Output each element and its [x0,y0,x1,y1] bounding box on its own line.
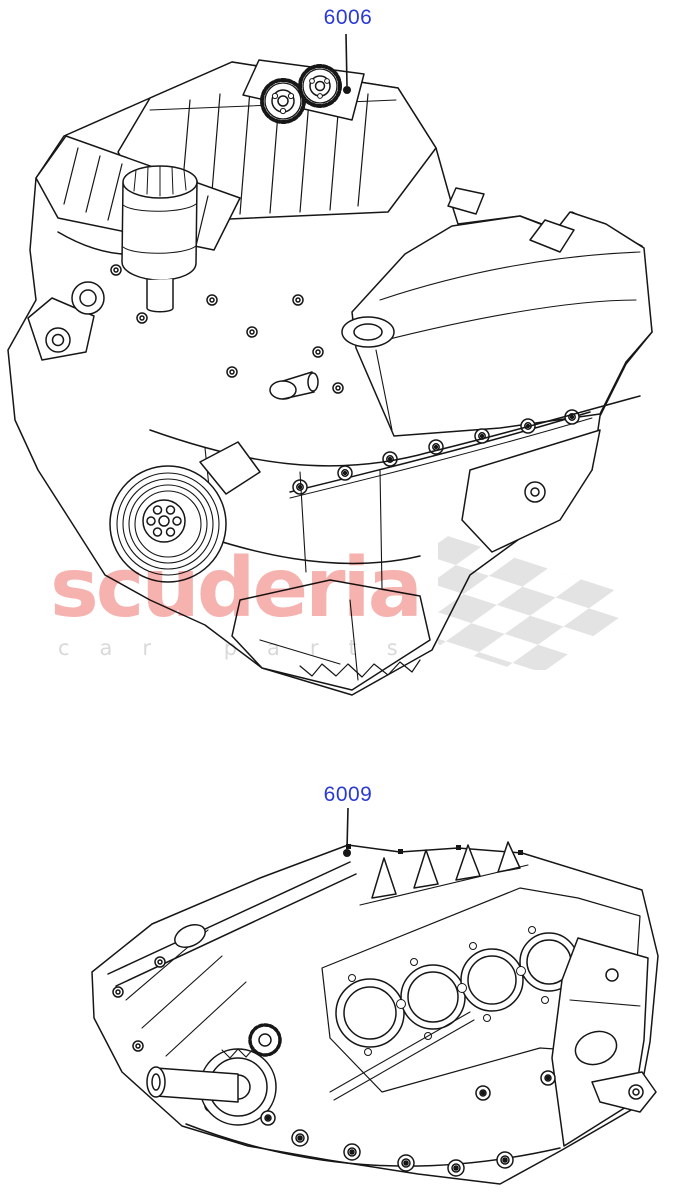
service-engine-illustration [7,33,653,696]
leader-line-6009 [343,807,351,857]
callout-label-top[interactable]: 6006 [323,6,373,29]
short-block-illustration [91,807,659,1185]
leader-line-6006 [343,33,351,94]
callout-label-bottom[interactable]: 6009 [323,783,373,806]
engine-line-art [7,59,653,696]
engine-line-art [91,841,659,1185]
